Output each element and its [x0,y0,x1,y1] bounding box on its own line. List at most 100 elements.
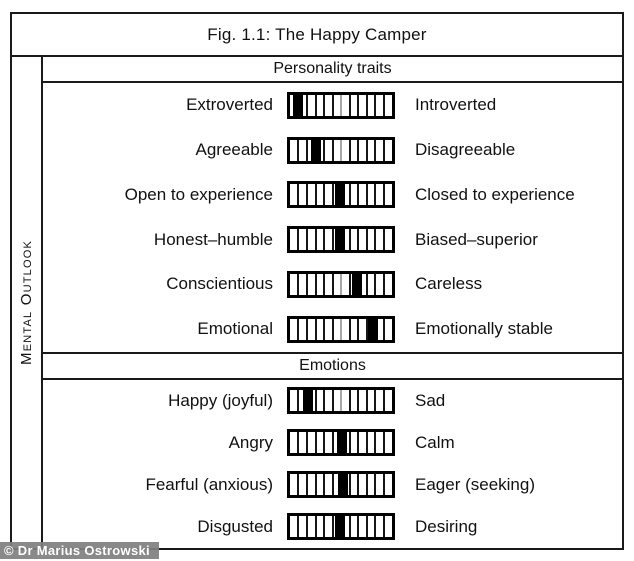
tick-mark [322,318,325,340]
tick-mark [305,94,308,116]
tick-mark [365,94,368,116]
tick-mark [374,94,376,116]
tick-mark [382,390,385,412]
mid-tick-mark [340,273,342,295]
tick-mark [348,184,351,206]
tick-mark [305,184,308,206]
trait-row: Extroverted Introverted [43,83,622,128]
tick-mark [331,94,334,116]
trait-row: Emotional Emotionally stable [43,307,622,352]
tick-mark [331,516,334,538]
tick-mark [374,184,376,206]
tick-mark [365,139,368,161]
tick-mark [348,229,351,251]
tick-mark [314,432,317,454]
tick-mark [348,474,351,496]
trait-scale-slider [287,315,395,343]
tick-mark [297,516,300,538]
tick-mark [314,390,317,412]
trait-row: Honest–humble Biased–superior [43,217,622,262]
trait-row: Fearful (anxious) Eager (seeking) [43,464,622,506]
slider-marker [367,318,378,340]
mid-tick-mark [340,390,342,412]
tick-mark [331,139,334,161]
tick-mark [305,273,308,295]
tick-mark [365,432,368,454]
tick-mark [382,139,385,161]
left-trait-label: Happy (joyful) [168,390,273,410]
tick-mark [297,432,300,454]
tick-mark [348,273,351,295]
tick-mark [297,273,300,295]
tick-mark [305,318,308,340]
tick-mark [322,139,325,161]
tick-mark [382,184,385,206]
slider-marker [293,94,304,116]
tick-mark [374,474,376,496]
trait-scale-slider [287,471,395,499]
tick-mark [331,474,334,496]
tick-mark [305,229,308,251]
tick-mark [331,318,334,340]
trait-scale-slider [287,136,395,164]
mid-tick-mark [340,139,342,161]
tick-mark [305,516,308,538]
tick-mark [356,318,359,340]
section: Personality traits Extroverted Introvert… [43,57,622,352]
trait-row: Disgusted Desiring [43,506,622,548]
left-trait-label: Disgusted [197,516,273,536]
tick-mark [348,139,351,161]
tick-mark [322,516,325,538]
left-trait-label: Angry [228,432,273,452]
left-trait-label: Fearful (anxious) [145,474,273,494]
right-trait-label: Careless [415,274,483,294]
tick-mark [297,139,300,161]
tick-mark [382,273,385,295]
tick-mark [382,516,385,538]
trait-scale-slider [287,513,395,541]
right-trait-label: Biased–superior [415,229,538,249]
tick-mark [297,318,300,340]
tick-mark [374,432,376,454]
trait-scale-slider [287,91,395,119]
tick-mark [322,229,325,251]
trait-scale-slider [287,181,395,209]
tick-mark [356,432,359,454]
tick-mark [331,273,334,295]
tick-mark [314,229,317,251]
tick-mark [382,432,385,454]
mid-tick-mark [340,94,342,116]
trait-row: Conscientious Careless [43,262,622,307]
section-header: Personality traits [43,57,622,83]
trait-row: Agreeable Disagreeable [43,128,622,173]
tick-mark [356,94,359,116]
tick-mark [365,516,368,538]
trait-row: Happy (joyful) Sad [43,380,622,422]
sections-container: Personality traits Extroverted Introvert… [43,57,622,548]
tick-mark [356,139,359,161]
tick-mark [305,139,308,161]
tick-mark [374,273,376,295]
trait-row: Open to experience Closed to experience [43,173,622,218]
tick-mark [297,474,300,496]
tick-mark [322,474,325,496]
figure-title: Fig. 1.1: The Happy Camper [12,14,622,57]
trait-scale-slider [287,270,395,298]
tick-mark [382,229,385,251]
right-trait-label: Sad [415,390,446,410]
right-trait-label: Emotionally stable [415,319,553,339]
tick-mark [322,184,325,206]
tick-mark [382,94,385,116]
tick-mark [331,390,334,412]
tick-mark [348,516,351,538]
rows-group: Happy (joyful) Sad Angry Calm Fearful (a… [43,380,622,548]
watermark-credit: © Dr Marius Ostrowski [0,542,159,559]
tick-mark [348,432,351,454]
tick-mark [365,474,368,496]
tick-mark [314,94,317,116]
tick-mark [374,229,376,251]
tick-mark [348,318,351,340]
tick-mark [356,184,359,206]
tick-mark [322,390,325,412]
tick-mark [356,229,359,251]
